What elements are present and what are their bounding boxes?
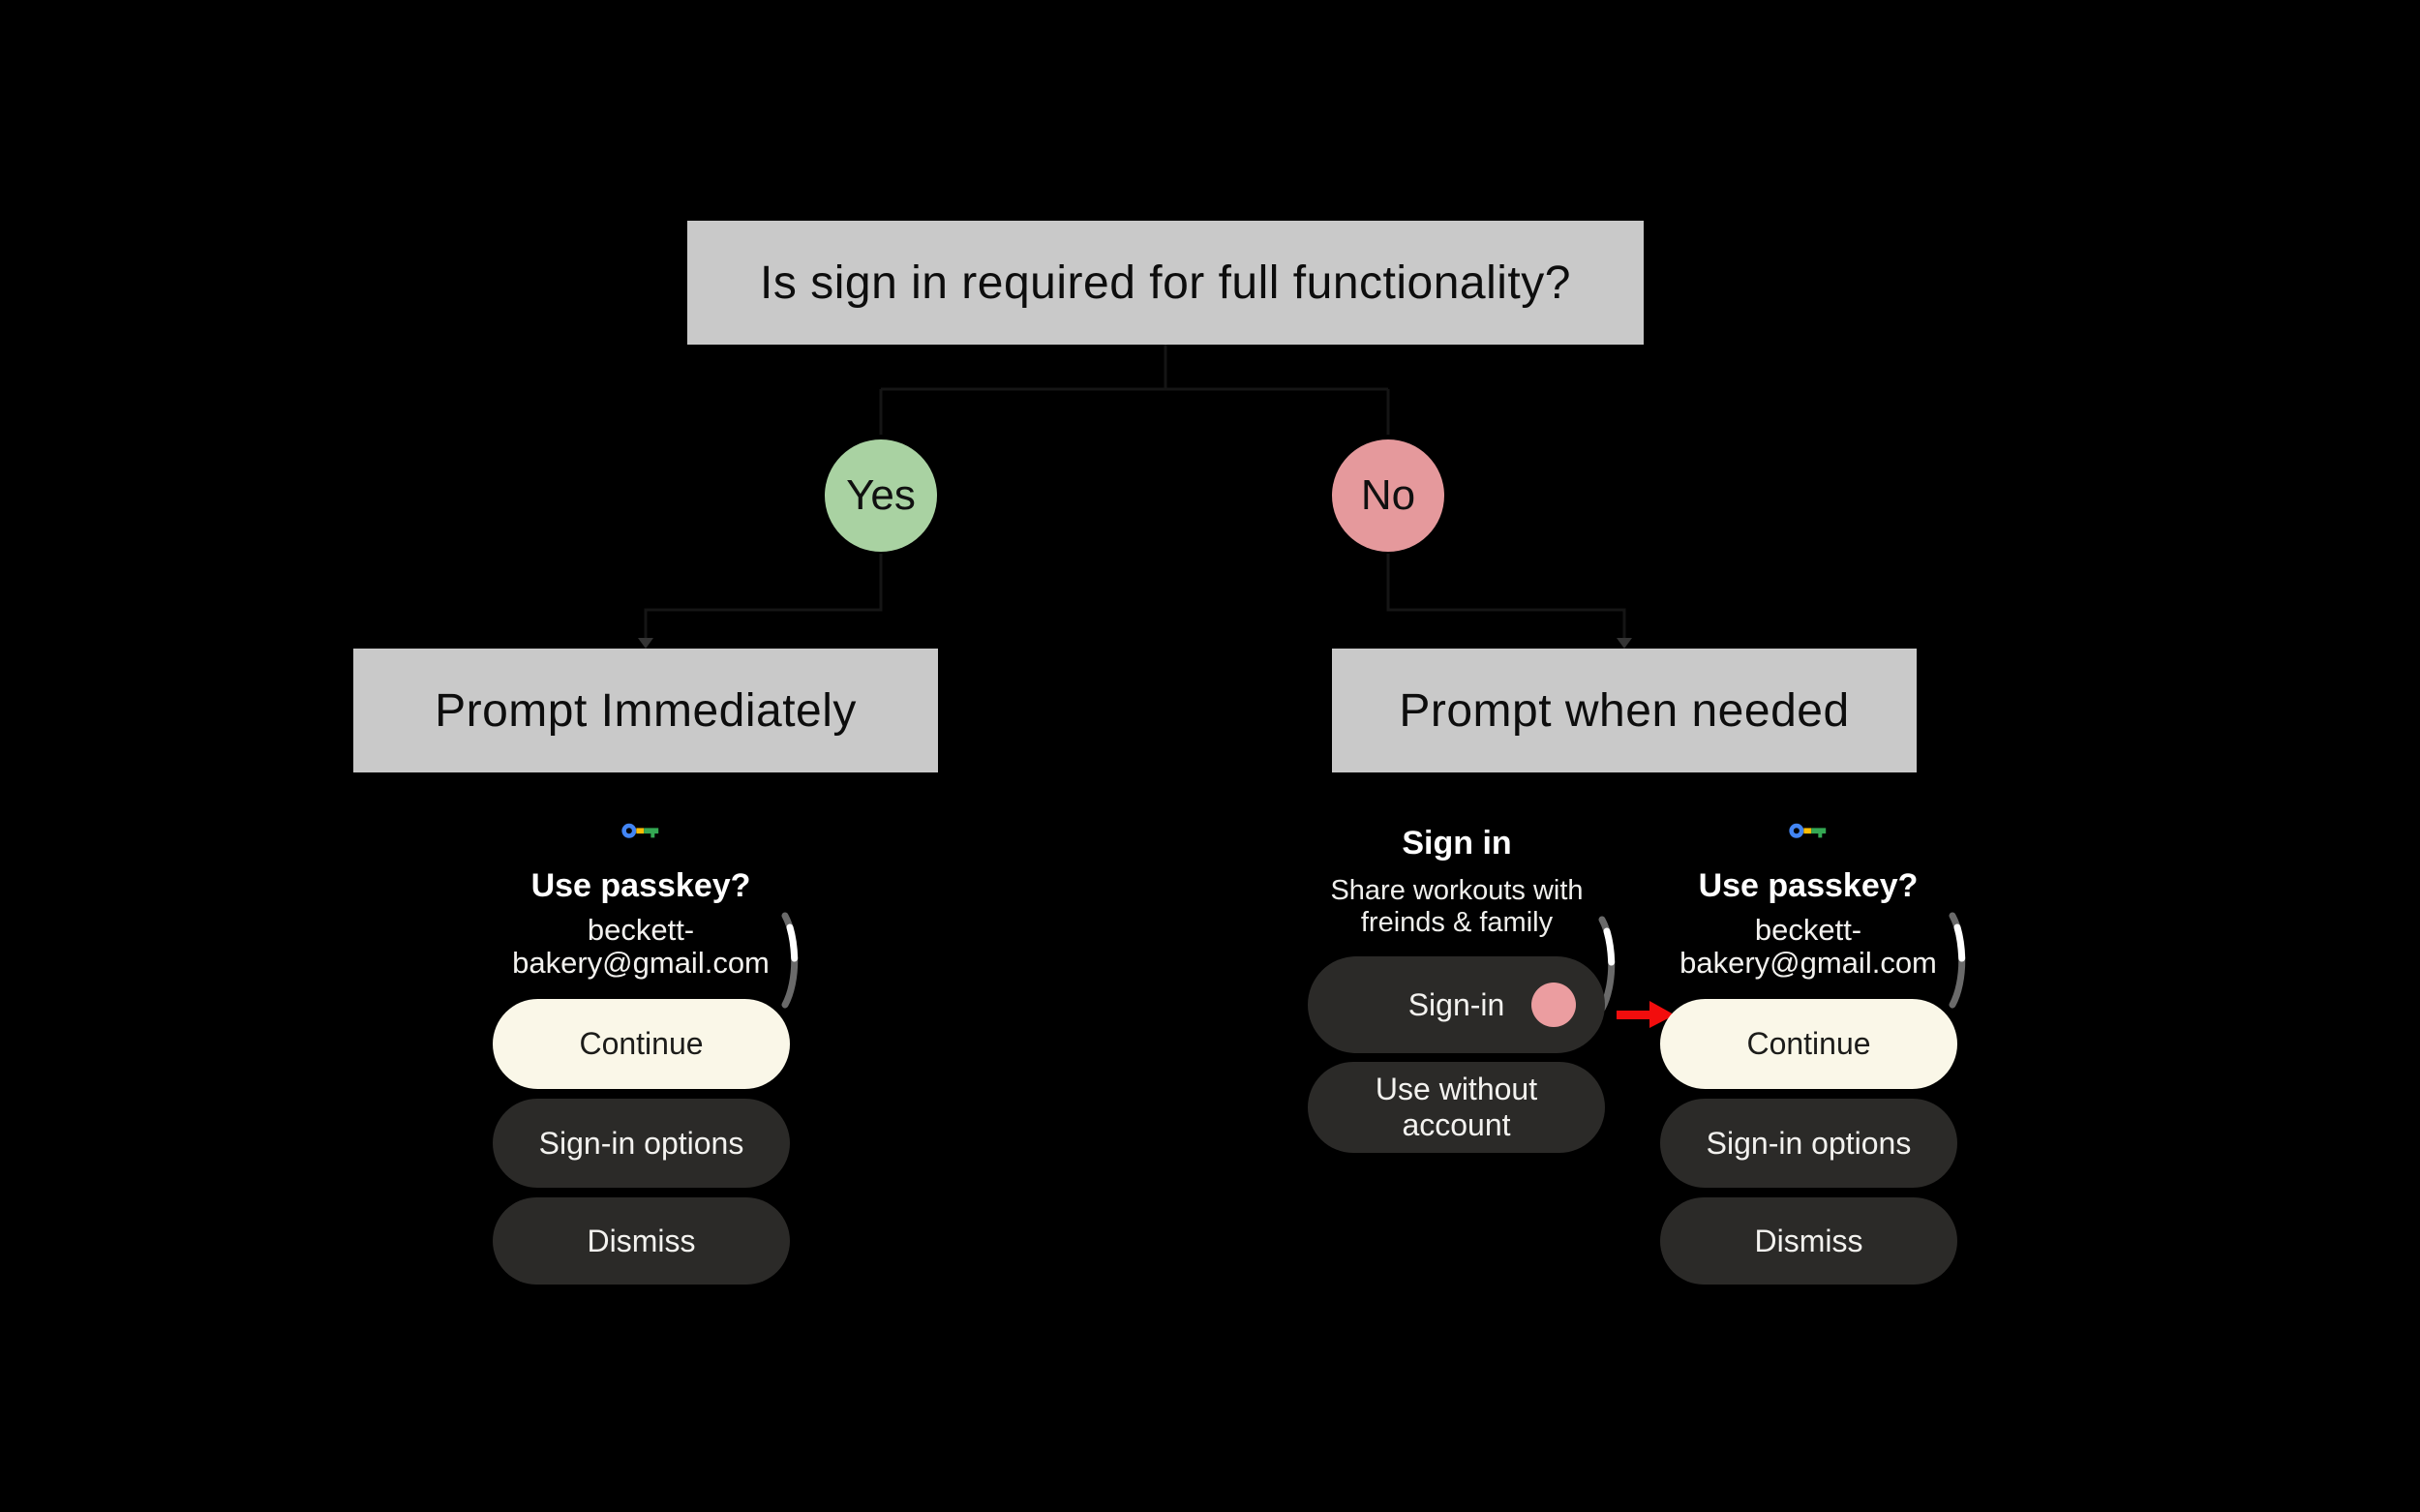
outcome-box-prompt-when-needed: Prompt when needed xyxy=(1332,649,1917,772)
signin-button[interactable]: Sign-in xyxy=(1308,956,1605,1053)
continue-label: Continue xyxy=(579,1026,704,1061)
passkey-title: Use passkey? xyxy=(1698,867,1919,904)
outcome-box-prompt-immediately: Prompt Immediately xyxy=(353,649,938,772)
tap-indicator-dot xyxy=(1531,983,1576,1027)
email-line: beckett- xyxy=(587,913,695,947)
signin-title: Sign in xyxy=(1402,825,1512,862)
dismiss-label: Dismiss xyxy=(587,1223,696,1258)
question-text: Is sign in required for full functionali… xyxy=(760,257,1571,309)
passkey-email: beckett- bakery@gmail.com xyxy=(512,914,770,980)
dismiss-button[interactable]: Dismiss xyxy=(493,1197,790,1285)
branch-no-label: No xyxy=(1360,471,1416,519)
email-line: bakery@gmail.com xyxy=(1679,946,1937,980)
use-without-account-button[interactable]: Use without account xyxy=(1308,1062,1605,1153)
scroll-indicator-arc xyxy=(781,912,799,1009)
outcome-text: Prompt when needed xyxy=(1399,684,1850,737)
passkey-icon xyxy=(621,823,659,838)
scroll-indicator-arc xyxy=(1949,912,1966,1009)
continue-button[interactable]: Continue xyxy=(493,999,790,1089)
signin-options-button[interactable]: Sign-in options xyxy=(493,1099,790,1188)
email-line: beckett- xyxy=(1754,913,1862,947)
passkey-icon xyxy=(1789,823,1827,838)
subtitle-line: Share workouts with xyxy=(1330,875,1584,906)
passkey-title: Use passkey? xyxy=(530,867,751,904)
branch-no-circle: No xyxy=(1332,439,1444,552)
signin-label: Sign-in xyxy=(1407,986,1505,1022)
signin-options-label: Sign-in options xyxy=(538,1125,744,1161)
use-without-line: Use without xyxy=(1375,1072,1538,1106)
signin-options-label: Sign-in options xyxy=(1706,1125,1912,1161)
dismiss-label: Dismiss xyxy=(1754,1223,1863,1258)
red-arrow-icon xyxy=(1617,1001,1675,1028)
dismiss-button[interactable]: Dismiss xyxy=(1660,1197,1957,1285)
subtitle-line: freinds & family xyxy=(1360,907,1554,938)
use-without-line: account xyxy=(1402,1107,1511,1142)
question-box: Is sign in required for full functionali… xyxy=(687,221,1644,345)
email-line: bakery@gmail.com xyxy=(512,946,770,980)
continue-button[interactable]: Continue xyxy=(1660,999,1957,1089)
branch-yes-label: Yes xyxy=(846,471,916,519)
continue-label: Continue xyxy=(1746,1026,1871,1061)
signin-options-button[interactable]: Sign-in options xyxy=(1660,1099,1957,1188)
signin-subtitle: Share workouts with freinds & family xyxy=(1330,875,1583,939)
passkey-email: beckett- bakery@gmail.com xyxy=(1679,914,1937,980)
outcome-text: Prompt Immediately xyxy=(435,684,857,737)
branch-yes-circle: Yes xyxy=(825,439,937,552)
scroll-indicator-arc xyxy=(1598,916,1616,1013)
